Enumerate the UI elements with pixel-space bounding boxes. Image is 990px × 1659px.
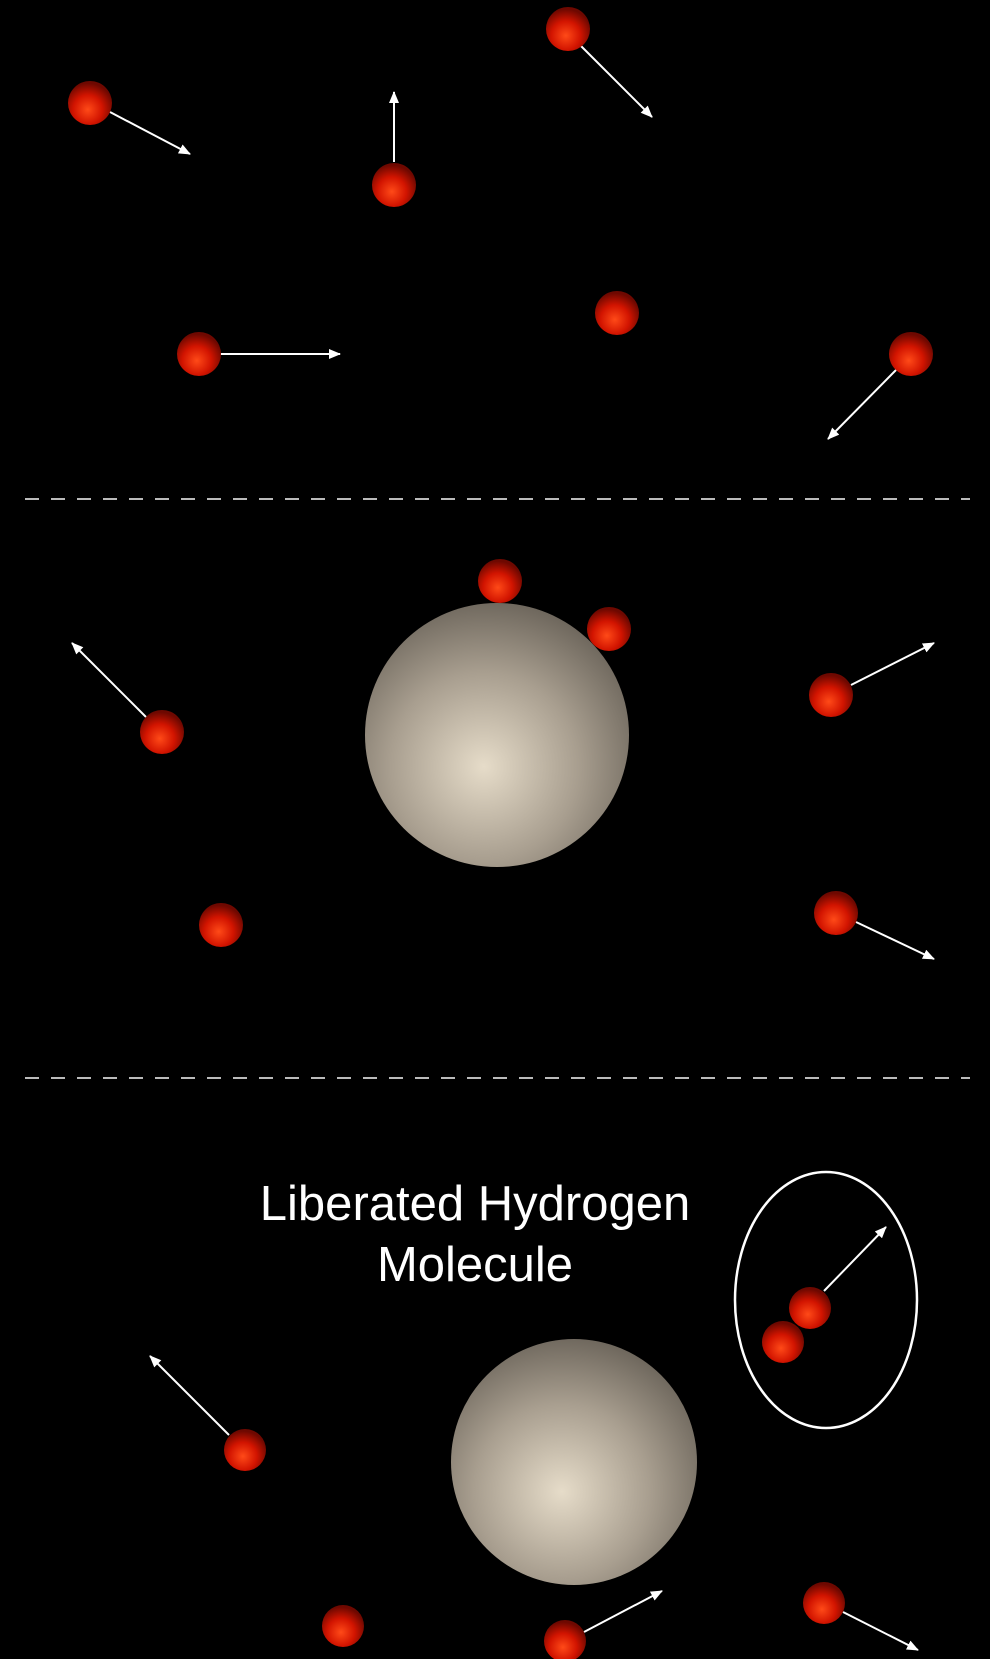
hydrogen-molecule — [762, 1226, 887, 1363]
highlight-ellipse — [733, 1170, 919, 1430]
panel-gas-phase — [68, 7, 933, 440]
hydrogen-atom — [199, 903, 243, 947]
caption-line-1: Liberated Hydrogen — [260, 1177, 690, 1231]
hydrogen-atom-moving — [71, 642, 184, 754]
hydrogen-atom-moving — [803, 1582, 919, 1651]
catalyst-sphere — [365, 603, 629, 867]
hydrogen-atom-moving — [68, 81, 191, 155]
adsorbed-hydrogen-atom — [587, 607, 631, 651]
hydrogen-atom-moving — [546, 7, 653, 118]
hydrogen-atom-moving — [809, 642, 935, 717]
hydrogen-atom-moving — [544, 1590, 663, 1659]
panel-adsorption — [71, 559, 935, 960]
hydrogen-atom-moving — [372, 91, 416, 207]
hydrogen-atom-moving — [149, 1355, 266, 1471]
hydrogen-atom-moving — [814, 891, 935, 960]
caption-line-2: Molecule — [377, 1238, 573, 1292]
hydrogen-atom-moving — [177, 332, 341, 376]
panel-desorption: Liberated Hydrogen Molecule — [149, 1170, 919, 1659]
hydrogen-atom — [595, 291, 639, 335]
adsorbed-hydrogen-atom — [478, 559, 522, 603]
catalyst-sphere — [451, 1339, 697, 1585]
hydrogen-atom-moving — [827, 332, 933, 440]
hydrogen-atom — [322, 1605, 364, 1647]
